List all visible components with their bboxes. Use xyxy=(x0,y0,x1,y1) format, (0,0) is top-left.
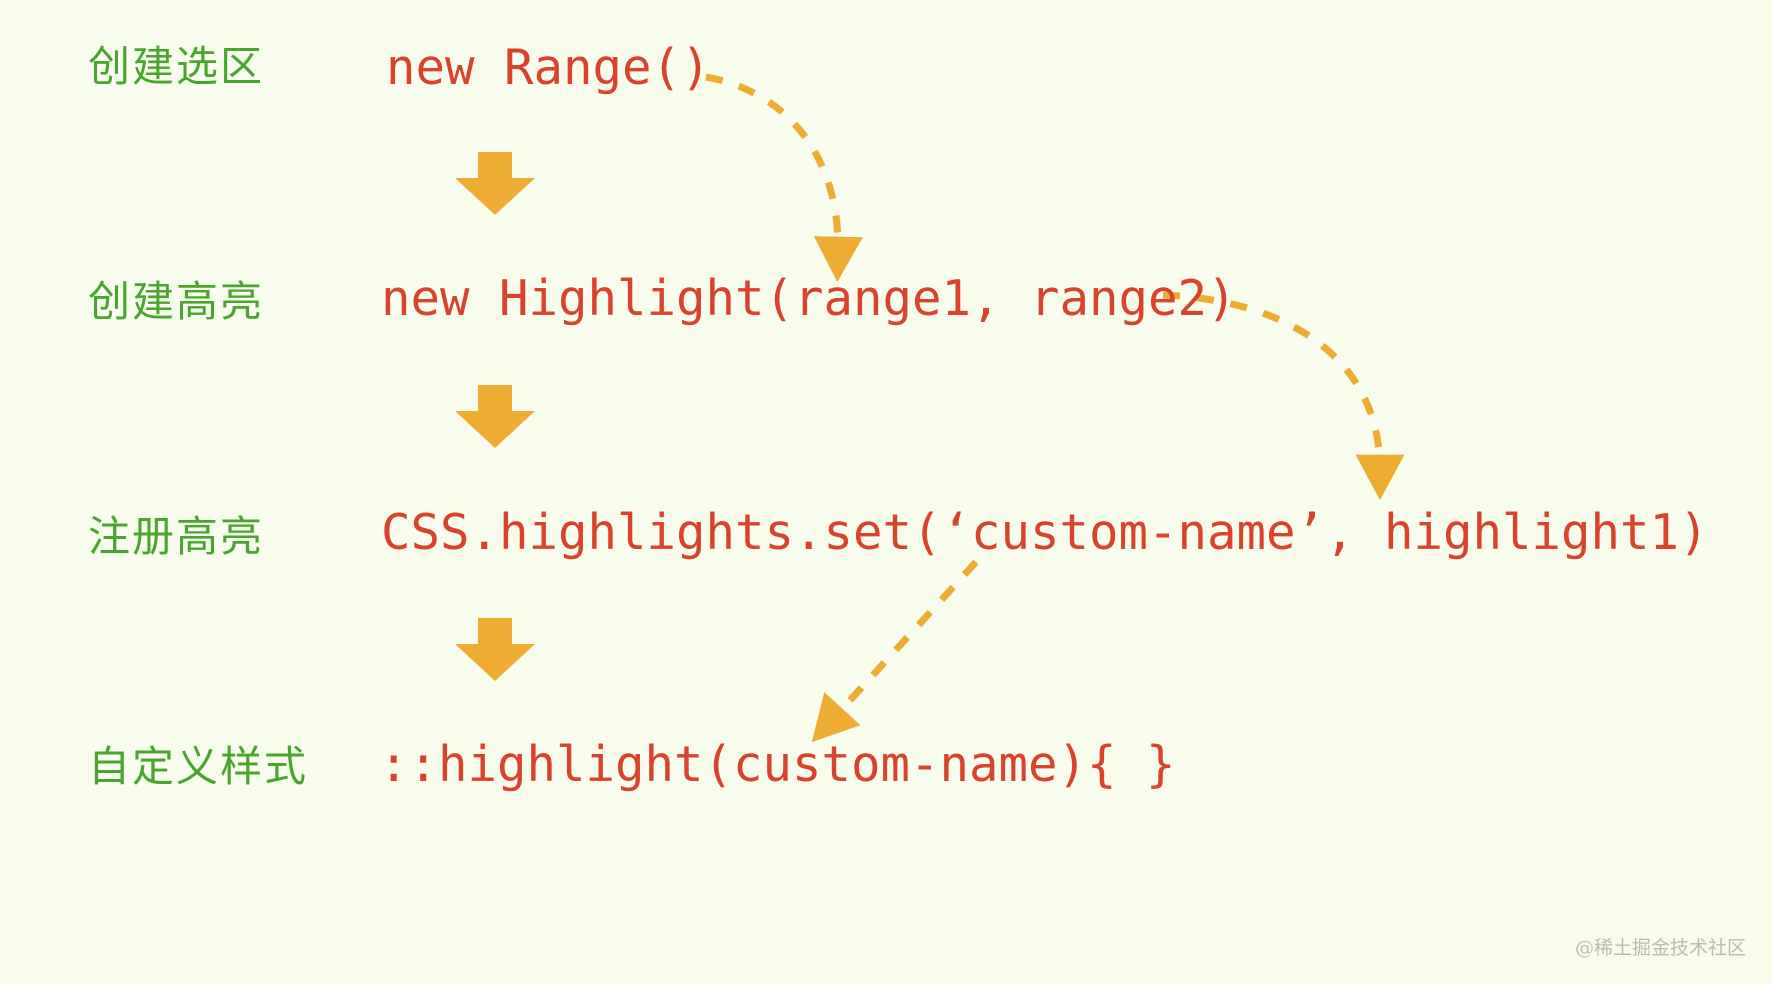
row-code-create-range: new Range() xyxy=(386,39,711,96)
range-reference-arrow-path xyxy=(705,73,863,283)
row-label-create-highlight: 创建高亮 xyxy=(88,277,265,326)
custom-name-reference-arrow-path xyxy=(811,559,979,743)
row-label-custom-style: 自定义样式 xyxy=(88,742,309,791)
step-arrow-3-to-4 xyxy=(455,618,535,681)
watermark: @稀土掘金技术社区 xyxy=(1574,937,1746,959)
row-code-custom-style: ::highlight(custom-name){ } xyxy=(379,736,1176,793)
step-arrow-1-to-2 xyxy=(455,152,535,215)
row-label-register-highlight: 注册高亮 xyxy=(88,512,265,561)
step-arrow-2-to-3 xyxy=(455,385,535,448)
row-label-create-range: 创建选区 xyxy=(88,42,265,91)
row-code-register-highlight: CSS.highlights.set(‘custom-name’, highli… xyxy=(381,504,1709,561)
row-code-create-highlight: new Highlight(range1, range2) xyxy=(381,270,1237,327)
